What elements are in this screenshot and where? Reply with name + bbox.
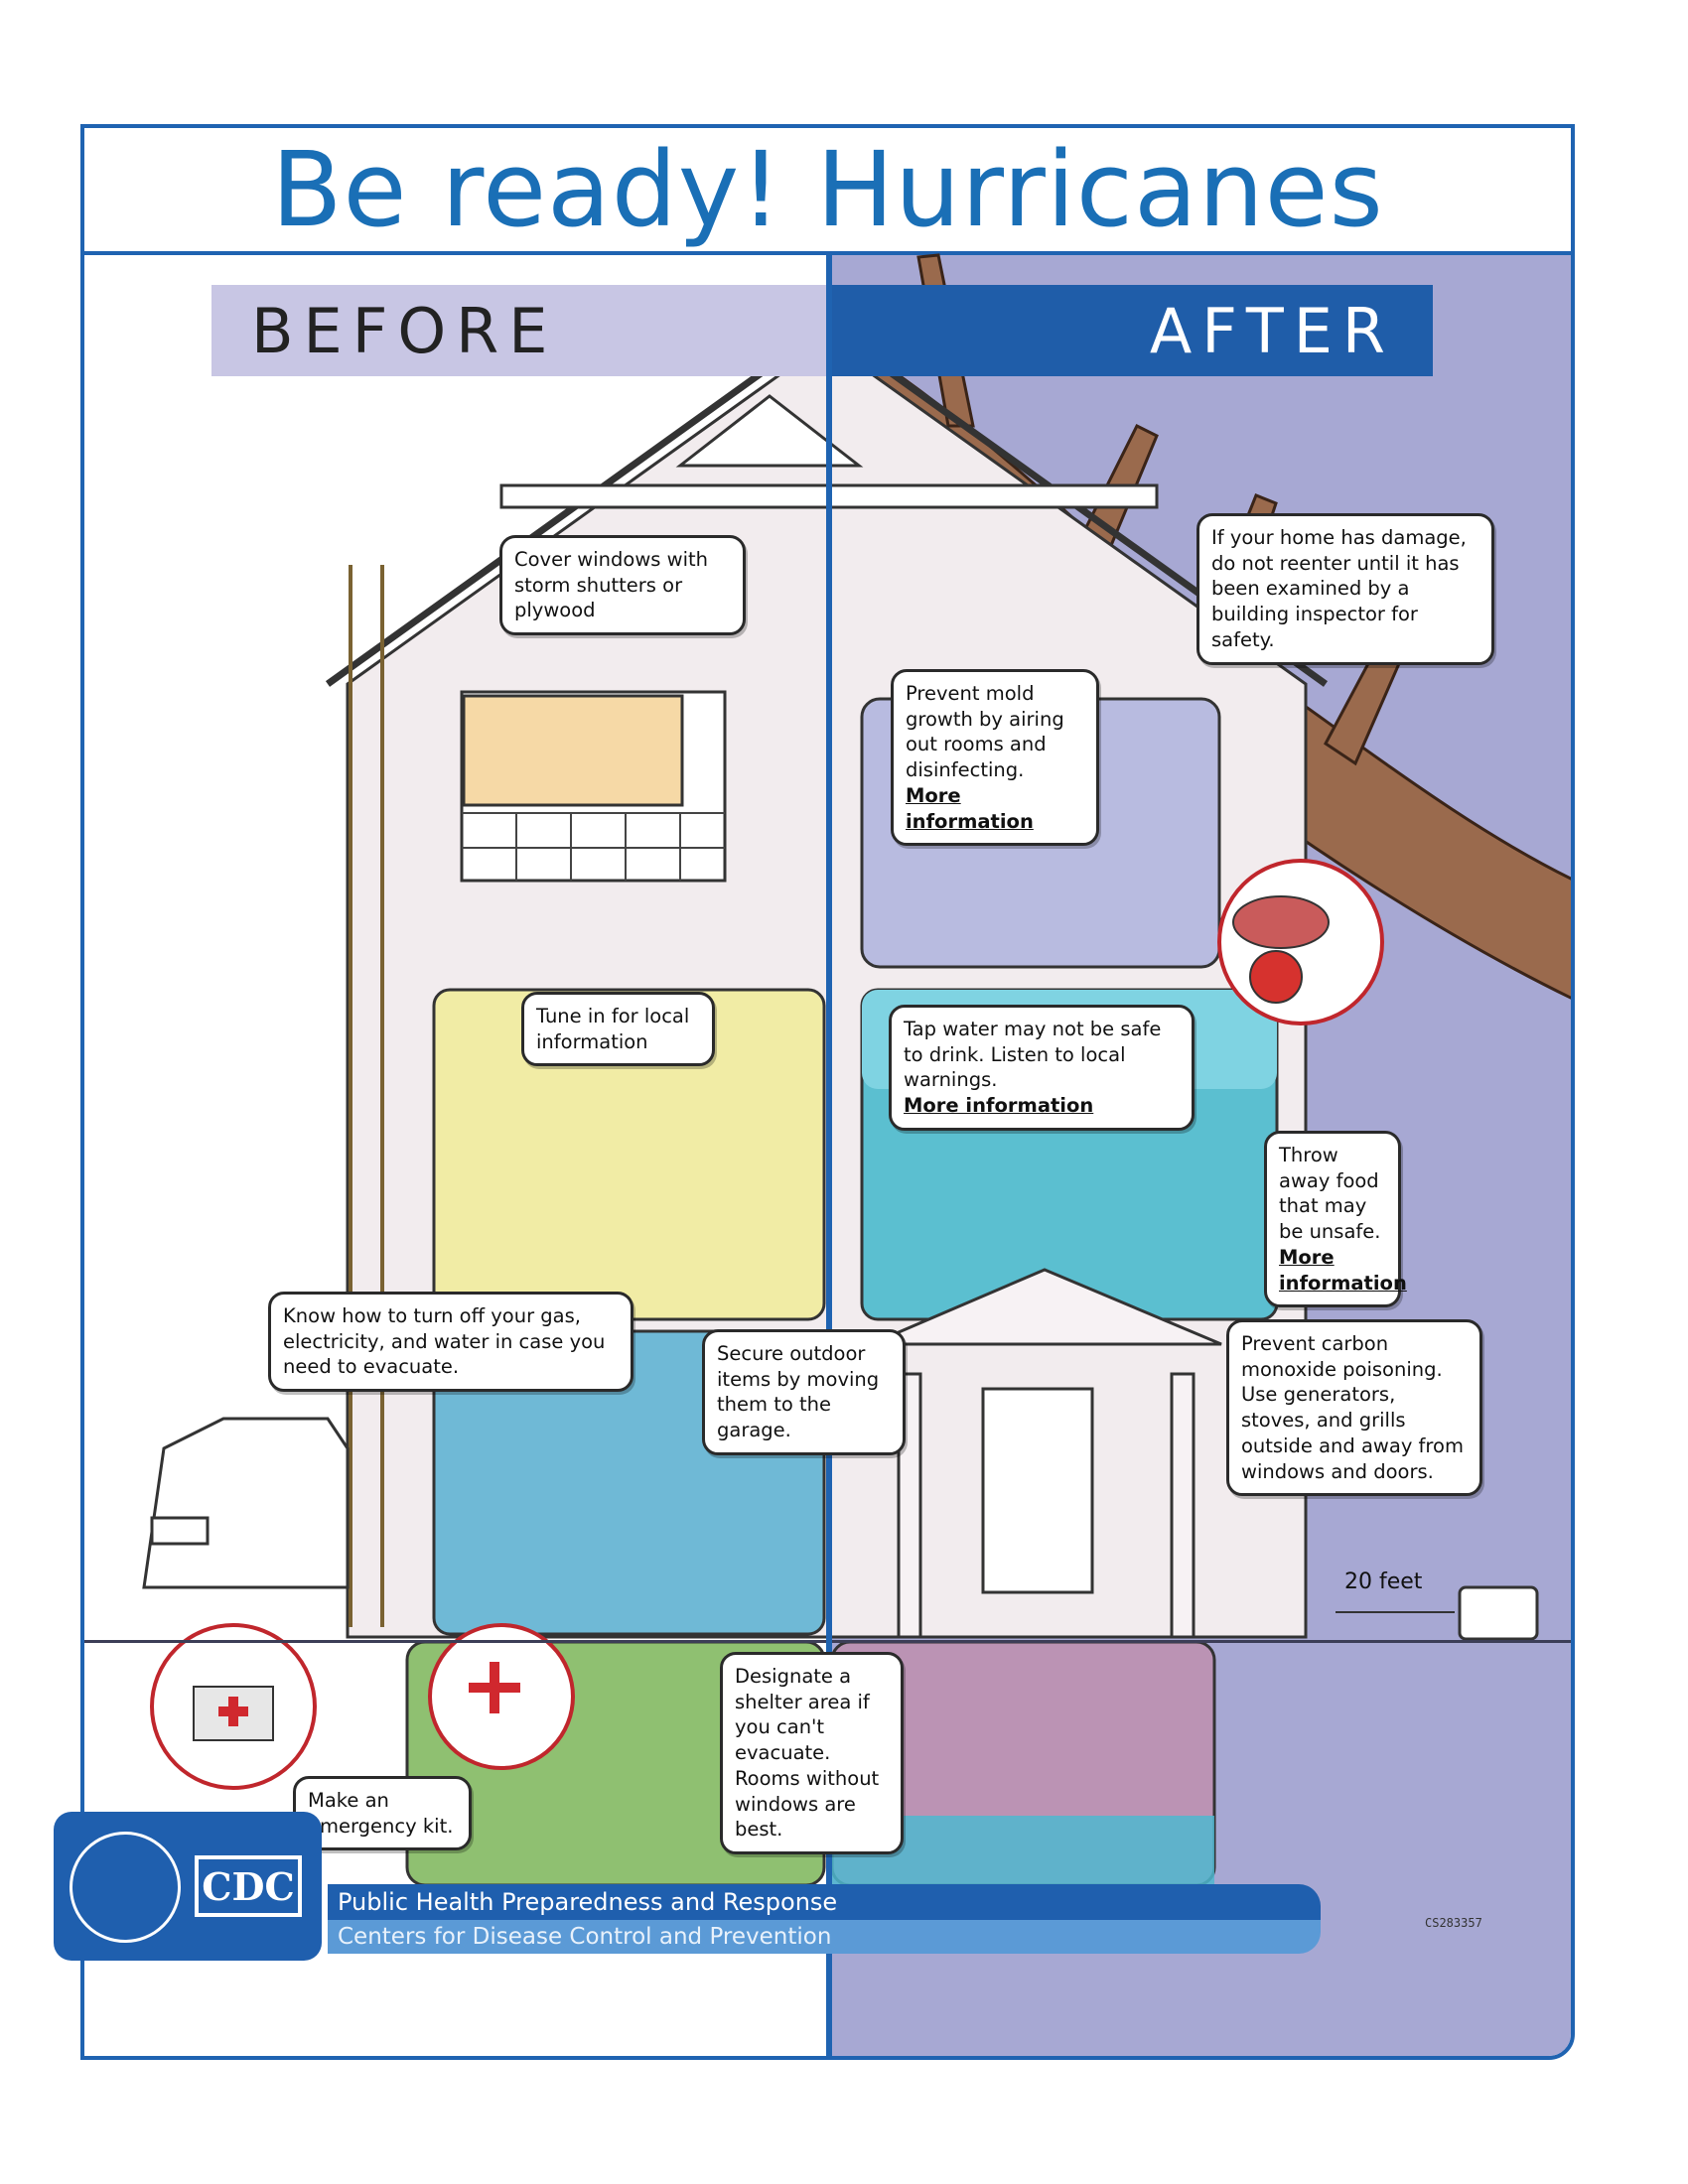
callout-text: If your home has damage, do not reenter …	[1211, 526, 1467, 651]
before-heading: BEFORE	[211, 285, 826, 376]
after-heading: AFTER	[832, 285, 1433, 376]
upstairs-window	[460, 690, 727, 883]
car	[142, 1417, 350, 1589]
callout-text: Know how to turn off your gas, electrici…	[283, 1304, 606, 1379]
callout-text: Throw away food that may be unsafe.	[1279, 1144, 1381, 1244]
callout-carbon-monoxide: Prevent carbon monoxide poisoning. Use g…	[1226, 1319, 1482, 1497]
front-porch	[870, 1268, 1222, 1639]
footer-line-1: Public Health Preparedness and Response	[328, 1884, 1321, 1920]
callout-home-damage: If your home has damage, do not reenter …	[1196, 513, 1494, 665]
callout-tune-in: Tune in for local information	[521, 992, 715, 1067]
callout-text: Tune in for local information	[536, 1005, 690, 1053]
callout-tap-water: Tap water may not be safe to drink. List…	[889, 1005, 1195, 1131]
callout-secure-outdoor: Secure outdoor items by moving them to t…	[702, 1329, 906, 1455]
cdc-logo-text: CDC	[195, 1855, 302, 1917]
throw-food-more-info-link[interactable]: More information	[1279, 1245, 1407, 1295]
poster-frame: Be ready! Hurricanes BEFORE AFTER Cover …	[80, 124, 1575, 2060]
poster-title: Be ready! Hurricanes	[84, 128, 1571, 255]
ladder	[349, 565, 384, 1627]
callout-text: Designate a shelter area if you can't ev…	[735, 1665, 880, 1842]
callout-text: Prevent mold growth by airing out rooms …	[906, 682, 1064, 782]
callout-mold: Prevent mold growth by airing out rooms …	[891, 669, 1099, 847]
callout-text: Prevent carbon monoxide poisoning. Use g…	[1241, 1332, 1464, 1483]
footer-line-2: Centers for Disease Control and Preventi…	[328, 1920, 1321, 1954]
tap-water-more-info-link[interactable]: More information	[904, 1094, 1094, 1118]
cdc-logo: CDC	[54, 1812, 322, 1961]
mold-more-info-link[interactable]: More information	[906, 783, 1034, 833]
generator	[1458, 1585, 1539, 1641]
callout-text: Make an emergency kit.	[308, 1789, 454, 1838]
callout-turn-off-utilities: Know how to turn off your gas, electrici…	[268, 1292, 633, 1393]
callout-text: Tap water may not be safe to drink. List…	[904, 1018, 1162, 1092]
callout-throw-food: Throw away food that may be unsafe. More…	[1264, 1131, 1407, 1308]
callout-text: Secure outdoor items by moving them to t…	[717, 1342, 880, 1442]
hhs-seal-icon	[70, 1832, 181, 1943]
callout-shelter: Designate a shelter area if you can't ev…	[720, 1652, 904, 1855]
supplies-zoom	[428, 1623, 575, 1770]
before-after-divider	[826, 255, 832, 2056]
distance-label: 20 feet	[1340, 1570, 1427, 1594]
publication-code: CS283357	[1425, 1916, 1482, 1930]
callout-text: Cover windows with storm shutters or ply…	[514, 548, 709, 622]
callout-emergency-kit: Make an emergency kit.	[293, 1776, 472, 1851]
callout-cover-windows: Cover windows with storm shutters or ply…	[499, 535, 746, 636]
footer-bar: Public Health Preparedness and Response …	[328, 1884, 1321, 1954]
